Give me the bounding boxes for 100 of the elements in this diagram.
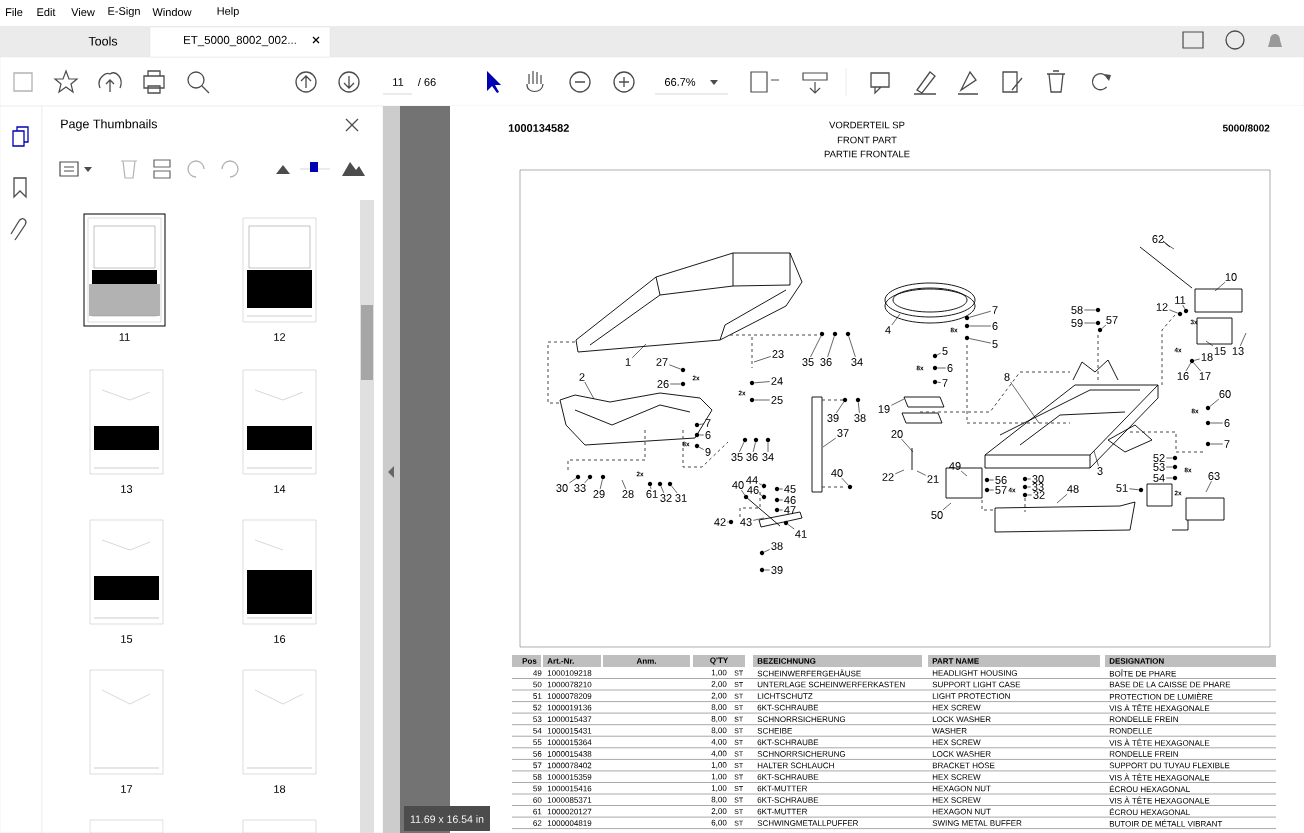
table-cell: 55 — [533, 739, 542, 746]
leader-line — [759, 483, 763, 486]
fastener-symbol — [847, 484, 853, 490]
table-cell: 1000078209 — [547, 693, 592, 699]
page-number-field: 11 — [382, 78, 413, 95]
table-cell: 1000020127 — [547, 808, 592, 815]
leader-line — [836, 401, 844, 414]
leader-line — [753, 517, 765, 521]
fastener-symbol — [1097, 327, 1103, 333]
callout-number: 27 — [656, 358, 668, 366]
callout-number: 30 — [1032, 475, 1044, 483]
fastener-symbol — [761, 494, 767, 500]
table-cell: 1000078210 — [547, 681, 592, 688]
fastener-symbol — [1177, 311, 1183, 317]
leader-line — [650, 486, 652, 490]
callout-number: 41 — [795, 530, 807, 538]
leader-line — [1193, 362, 1201, 372]
table-cell: 1000015359 — [547, 774, 592, 780]
leader-line — [739, 441, 745, 453]
callout-number: 7 — [992, 306, 998, 314]
callout-number: 63 — [1208, 472, 1220, 480]
leader-line — [787, 524, 795, 530]
table-cell: 1000085371 — [547, 797, 592, 803]
fastener-symbol — [964, 323, 970, 329]
table-cell: 61 — [533, 808, 542, 815]
table-cell: ÉCROU HEXAGONAL — [1109, 785, 1190, 792]
leader-line — [937, 367, 947, 369]
table-cell: 1000078402 — [547, 762, 592, 769]
callout-number: 58 — [1071, 306, 1083, 314]
fastener-symbol — [774, 486, 780, 492]
table-cell: 8,00 — [711, 715, 727, 723]
callout-number: 35 — [731, 453, 743, 461]
fastener-symbol — [1022, 492, 1028, 498]
table-cell: 6,00 — [711, 819, 727, 827]
table-cell: SCHEIBE — [757, 728, 792, 734]
leader-line — [764, 569, 770, 571]
table-cell: 1000015437 — [547, 716, 592, 723]
fastener-symbol — [759, 567, 765, 573]
table-cell: 1000015431 — [547, 728, 592, 734]
leader-line — [822, 437, 837, 448]
callout-number: 39 — [771, 566, 783, 574]
leader-line — [1205, 340, 1214, 347]
callout-number: 12 — [1156, 303, 1168, 311]
fastener-symbol — [759, 550, 765, 556]
callout-number: 47 — [784, 506, 796, 514]
leader-line — [1027, 486, 1031, 488]
fastener-symbol — [600, 474, 606, 480]
leader-line — [779, 509, 783, 511]
fastener-symbol — [1205, 420, 1211, 426]
fastener-symbol — [657, 481, 663, 487]
table-cell: BRACKET HOSE — [932, 762, 995, 769]
callout-number: 7 — [942, 379, 948, 387]
leader-line — [1182, 304, 1186, 310]
table-cell: 2,00 — [711, 808, 727, 815]
callout-number: 1 — [625, 358, 631, 366]
leader-line — [969, 310, 992, 318]
leader-line — [631, 343, 647, 359]
fastener-symbol — [774, 507, 780, 513]
fastener-symbol — [984, 477, 990, 483]
leader-line — [969, 338, 992, 344]
fastener-symbol — [680, 381, 686, 387]
page-subtitle: PARTIE FRONTALE — [824, 150, 910, 158]
callout-number: 37 — [837, 429, 849, 437]
table-cell: 1,00 — [711, 762, 727, 769]
table-cell: 52 — [533, 704, 542, 711]
leader-line — [699, 423, 705, 425]
leader-line — [895, 469, 905, 475]
callout-number: 49 — [949, 462, 961, 470]
leader-line — [763, 549, 770, 553]
leader-line — [989, 479, 994, 481]
table-cell: LIGHT PROTECTION — [932, 693, 1010, 699]
fastener-symbol — [819, 331, 825, 337]
leader-line — [584, 381, 595, 400]
menu-item: File — [6, 7, 23, 17]
table-cell: HALTER SCHLAUCH — [757, 762, 834, 769]
fastener-symbol — [749, 380, 755, 386]
callout-number: 5 — [942, 347, 948, 355]
menu-item: Window — [152, 7, 192, 17]
table-cell: UNTERLAGE SCHEINWERFERKASTEN — [757, 681, 905, 688]
table-cell: LOCK WASHER — [932, 716, 991, 723]
fastener-symbol — [1205, 405, 1211, 411]
callout-number: 24 — [771, 377, 783, 385]
callout-number: 45 — [784, 485, 796, 493]
table-cell: 6KT-SCHRAUBE — [757, 797, 819, 803]
menu-item: Edit — [37, 7, 56, 17]
callout-number: 56 — [995, 476, 1007, 484]
leader-line — [1056, 493, 1068, 504]
table-cell: 6KT-MUTTER — [757, 808, 808, 815]
table-cell: HEX SCREW — [932, 704, 981, 711]
fastener-symbol — [774, 497, 780, 503]
column-header: PART NAME — [928, 655, 1100, 667]
fastener-symbol — [1095, 320, 1101, 326]
table-cell: SWING METAL BUFFER — [932, 820, 1022, 826]
table-cell: 2,00 — [711, 692, 727, 700]
column-header: BEZEICHNUNG — [753, 655, 922, 667]
callout-number: 22 — [882, 473, 894, 481]
leader-line — [1165, 243, 1175, 250]
page-number: 13 — [121, 485, 133, 493]
callout-number: 18 — [1201, 353, 1213, 361]
leader-line — [1166, 477, 1173, 479]
